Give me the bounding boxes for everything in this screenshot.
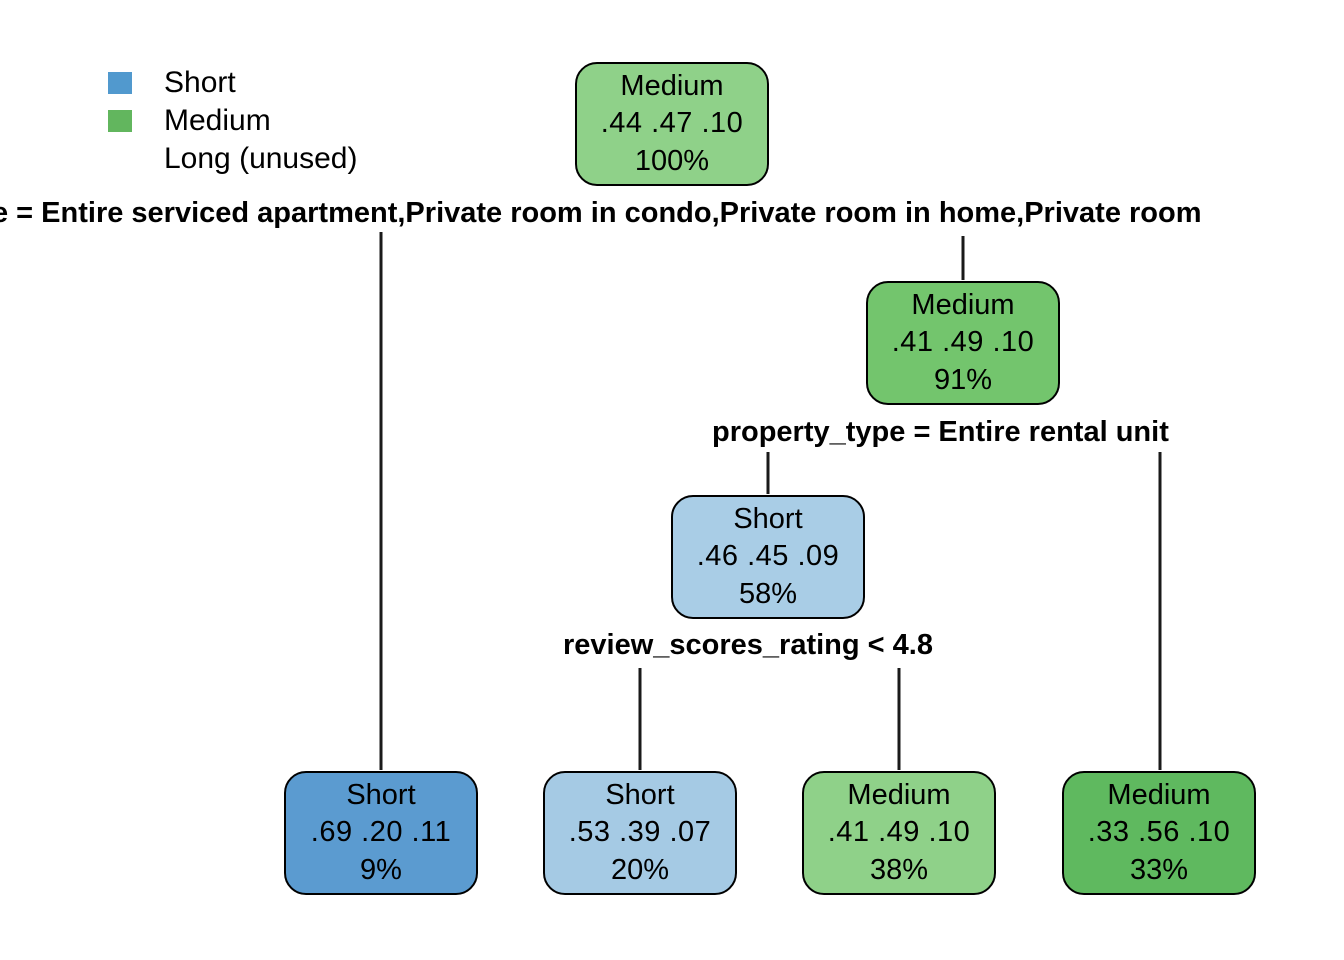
node-percent: 33% bbox=[1129, 853, 1189, 886]
node-class-label: Short bbox=[346, 779, 416, 812]
node-percent: 9% bbox=[360, 853, 402, 886]
legend-swatch-long-placeholder bbox=[108, 148, 132, 170]
node-class-label: Medium bbox=[911, 289, 1015, 322]
node-probabilities: .33 .56 .10 bbox=[1087, 816, 1231, 849]
legend-swatch-short bbox=[108, 72, 132, 94]
node-class-label: Short bbox=[605, 779, 675, 812]
node-probabilities: .44 .47 .10 bbox=[600, 107, 744, 140]
legend-label-medium: Medium bbox=[164, 104, 271, 137]
split-label-property-type-entire-rental-unit: property_type = Entire rental unit bbox=[712, 416, 1169, 448]
node-probabilities: .41 .49 .10 bbox=[891, 326, 1035, 359]
node-probabilities: .41 .49 .10 bbox=[827, 816, 971, 849]
split-label-review-scores-rating: review_scores_rating < 4.8 bbox=[563, 629, 933, 661]
tree-node-leaf1[interactable]: Short .69 .20 .11 9% bbox=[284, 771, 478, 895]
node-class-label: Medium bbox=[847, 779, 951, 812]
node-class-label: Medium bbox=[1107, 779, 1211, 812]
legend-swatch-medium bbox=[108, 110, 132, 132]
legend-item-long: Long (unused) bbox=[108, 140, 357, 178]
node-percent: 100% bbox=[634, 144, 710, 177]
tree-node-leaf3[interactable]: Medium .41 .49 .10 38% bbox=[802, 771, 996, 895]
node-percent: 58% bbox=[738, 577, 798, 610]
tree-node-leaf2[interactable]: Short .53 .39 .07 20% bbox=[543, 771, 737, 895]
node-class-label: Medium bbox=[620, 70, 724, 103]
legend-item-medium: Medium bbox=[108, 102, 357, 140]
tree-node-n3[interactable]: Short .46 .45 .09 58% bbox=[671, 495, 865, 619]
split-label-property-type-group: e = Entire serviced apartment,Private ro… bbox=[0, 197, 1202, 229]
node-percent: 91% bbox=[933, 363, 993, 396]
node-percent: 38% bbox=[869, 853, 929, 886]
tree-node-n2[interactable]: Medium .41 .49 .10 91% bbox=[866, 281, 1060, 405]
legend-label-long: Long (unused) bbox=[164, 142, 358, 175]
legend-label-short: Short bbox=[164, 66, 236, 99]
node-probabilities: .46 .45 .09 bbox=[696, 540, 840, 573]
node-probabilities: .53 .39 .07 bbox=[568, 816, 712, 849]
node-class-label: Short bbox=[733, 503, 803, 536]
legend: Short Medium Long (unused) bbox=[108, 64, 357, 178]
node-probabilities: .69 .20 .11 bbox=[310, 816, 452, 849]
node-percent: 20% bbox=[610, 853, 670, 886]
legend-item-short: Short bbox=[108, 64, 357, 102]
tree-node-root[interactable]: Medium .44 .47 .10 100% bbox=[575, 62, 769, 186]
tree-node-leaf4[interactable]: Medium .33 .56 .10 33% bbox=[1062, 771, 1256, 895]
